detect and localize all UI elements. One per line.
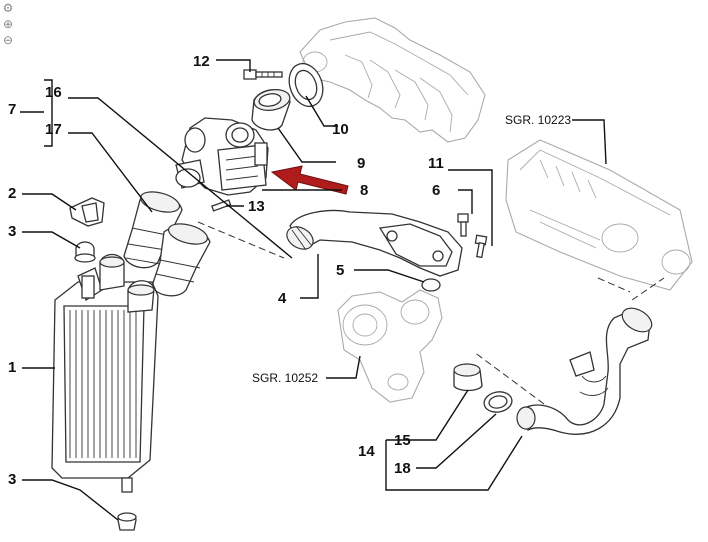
callout-7[interactable]: 7 [8, 101, 16, 118]
gear-icon[interactable]: ⚙ [2, 1, 14, 15]
callout-9[interactable]: 9 [357, 155, 365, 172]
zoom-out-icon[interactable]: ⊖ [2, 33, 14, 47]
part-3-plug-top [74, 241, 96, 263]
callout-6[interactable]: 6 [432, 182, 440, 199]
intake-manifold [299, 17, 486, 143]
callout-14[interactable]: 14 [358, 443, 375, 460]
callout-17[interactable]: 17 [45, 121, 62, 138]
callout-12[interactable]: 12 [193, 53, 210, 70]
highlight-arrow [270, 165, 349, 195]
dash-line-4 [597, 277, 631, 293]
callout-18[interactable]: 18 [394, 460, 411, 477]
air-filter-box [505, 139, 693, 291]
callout-8[interactable]: 8 [360, 182, 368, 199]
part-5-o-ring [421, 278, 441, 292]
part-18-clamp [483, 391, 513, 413]
part-3-plug-bottom [117, 512, 137, 531]
zoom-in-icon[interactable]: ⊕ [2, 17, 14, 31]
part-11-bolt [474, 234, 488, 259]
part-6-bolt [457, 213, 469, 237]
leader-lines [20, 59, 607, 521]
reference-sgr-10223[interactable]: SGR. 10223 [505, 113, 571, 127]
part-10-gasket [288, 62, 324, 108]
callout-16[interactable]: 16 [45, 84, 62, 101]
dash-line-2 [473, 351, 545, 405]
callout-1[interactable]: 1 [8, 359, 16, 376]
callout-4[interactable]: 4 [278, 290, 287, 307]
part-1-intercooler [51, 253, 159, 493]
callout-13[interactable]: 13 [248, 198, 265, 215]
callout-11[interactable]: 11 [428, 155, 444, 172]
part-8-throttle-body [175, 117, 269, 196]
dash-line-3 [631, 277, 665, 301]
callout-15[interactable]: 15 [394, 432, 411, 449]
callout-10[interactable]: 10 [332, 121, 349, 138]
reference-sgr-10252[interactable]: SGR. 10252 [252, 371, 318, 385]
callout-5[interactable]: 5 [336, 262, 344, 279]
dash-line-1 [197, 221, 285, 259]
part-4-pipe [286, 209, 463, 277]
part-16-17-hoses [123, 191, 211, 297]
turbocharger [337, 289, 443, 403]
part-9-hose [251, 89, 291, 131]
part-15-sleeve [453, 363, 483, 392]
callout-2[interactable]: 2 [8, 185, 16, 202]
part-2-clamp [69, 197, 105, 227]
callout-3-bottom[interactable]: 3 [8, 471, 16, 488]
callout-3-top[interactable]: 3 [8, 223, 16, 240]
part-14-hose [516, 307, 653, 435]
